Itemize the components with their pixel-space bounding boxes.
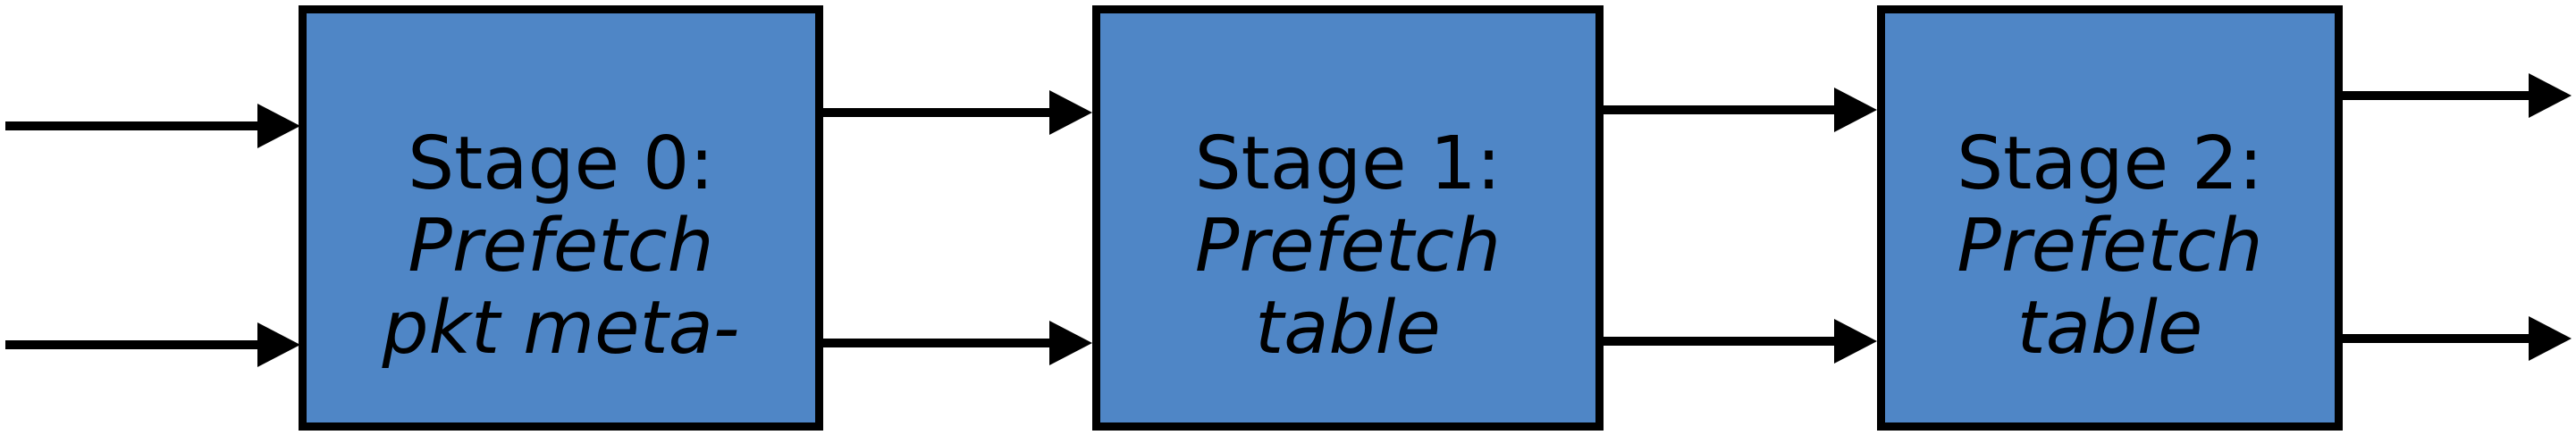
arrow-shaft	[2343, 91, 2534, 100]
stage0-to-stage1-arrow-bottom	[823, 321, 1092, 365]
stage-1-title: Stage 1:	[1194, 121, 1502, 206]
stage-2-label: Stage 2: Prefetch table	[1957, 66, 2263, 370]
stage-2-line2: Prefetch	[1957, 204, 2263, 289]
arrow-shaft	[2343, 334, 2534, 343]
arrow-shaft	[1604, 337, 1839, 346]
arrowhead-right-icon	[2529, 73, 2572, 118]
stage-1-line3: table	[1255, 286, 1441, 371]
arrow-shaft	[5, 340, 263, 349]
stage-0-line2: Prefetch	[408, 204, 714, 289]
output-arrow-bottom	[2343, 316, 2572, 361]
stage-0-title: Stage 0:	[408, 121, 714, 206]
stage-2-title: Stage 2:	[1957, 121, 2263, 206]
stage-0-line3: pkt meta-	[382, 286, 740, 371]
stage0-to-stage1-arrow-top	[823, 90, 1092, 135]
stage-1-line2: Prefetch	[1194, 204, 1502, 289]
arrowhead-right-icon	[1049, 90, 1092, 135]
stage1-to-stage2-arrow-top	[1604, 88, 1877, 132]
arrow-shaft	[1604, 105, 1839, 114]
stage-2-box: Stage 2: Prefetch table	[1877, 5, 2343, 431]
arrowhead-right-icon	[257, 104, 300, 148]
stage-1-label: Stage 1: Prefetch table	[1195, 66, 1502, 370]
stage1-to-stage2-arrow-bottom	[1604, 319, 1877, 364]
output-arrow-top	[2343, 73, 2572, 118]
arrowhead-right-icon	[1834, 88, 1877, 132]
arrow-shaft	[823, 108, 1055, 117]
stage-2-line3: table	[2016, 286, 2203, 371]
input-arrow-bottom	[5, 322, 300, 367]
arrowhead-right-icon	[257, 322, 300, 367]
arrow-shaft	[823, 339, 1055, 347]
arrow-shaft	[5, 121, 263, 130]
input-arrow-top	[5, 104, 300, 148]
stage-1-box: Stage 1: Prefetch table	[1092, 5, 1604, 431]
arrowhead-right-icon	[1834, 319, 1877, 364]
arrowhead-right-icon	[1049, 321, 1092, 365]
stage-0-label: Stage 0: Prefetch pkt meta-	[382, 66, 739, 370]
stage-0-box: Stage 0: Prefetch pkt meta-	[299, 5, 823, 431]
arrowhead-right-icon	[2529, 316, 2572, 361]
